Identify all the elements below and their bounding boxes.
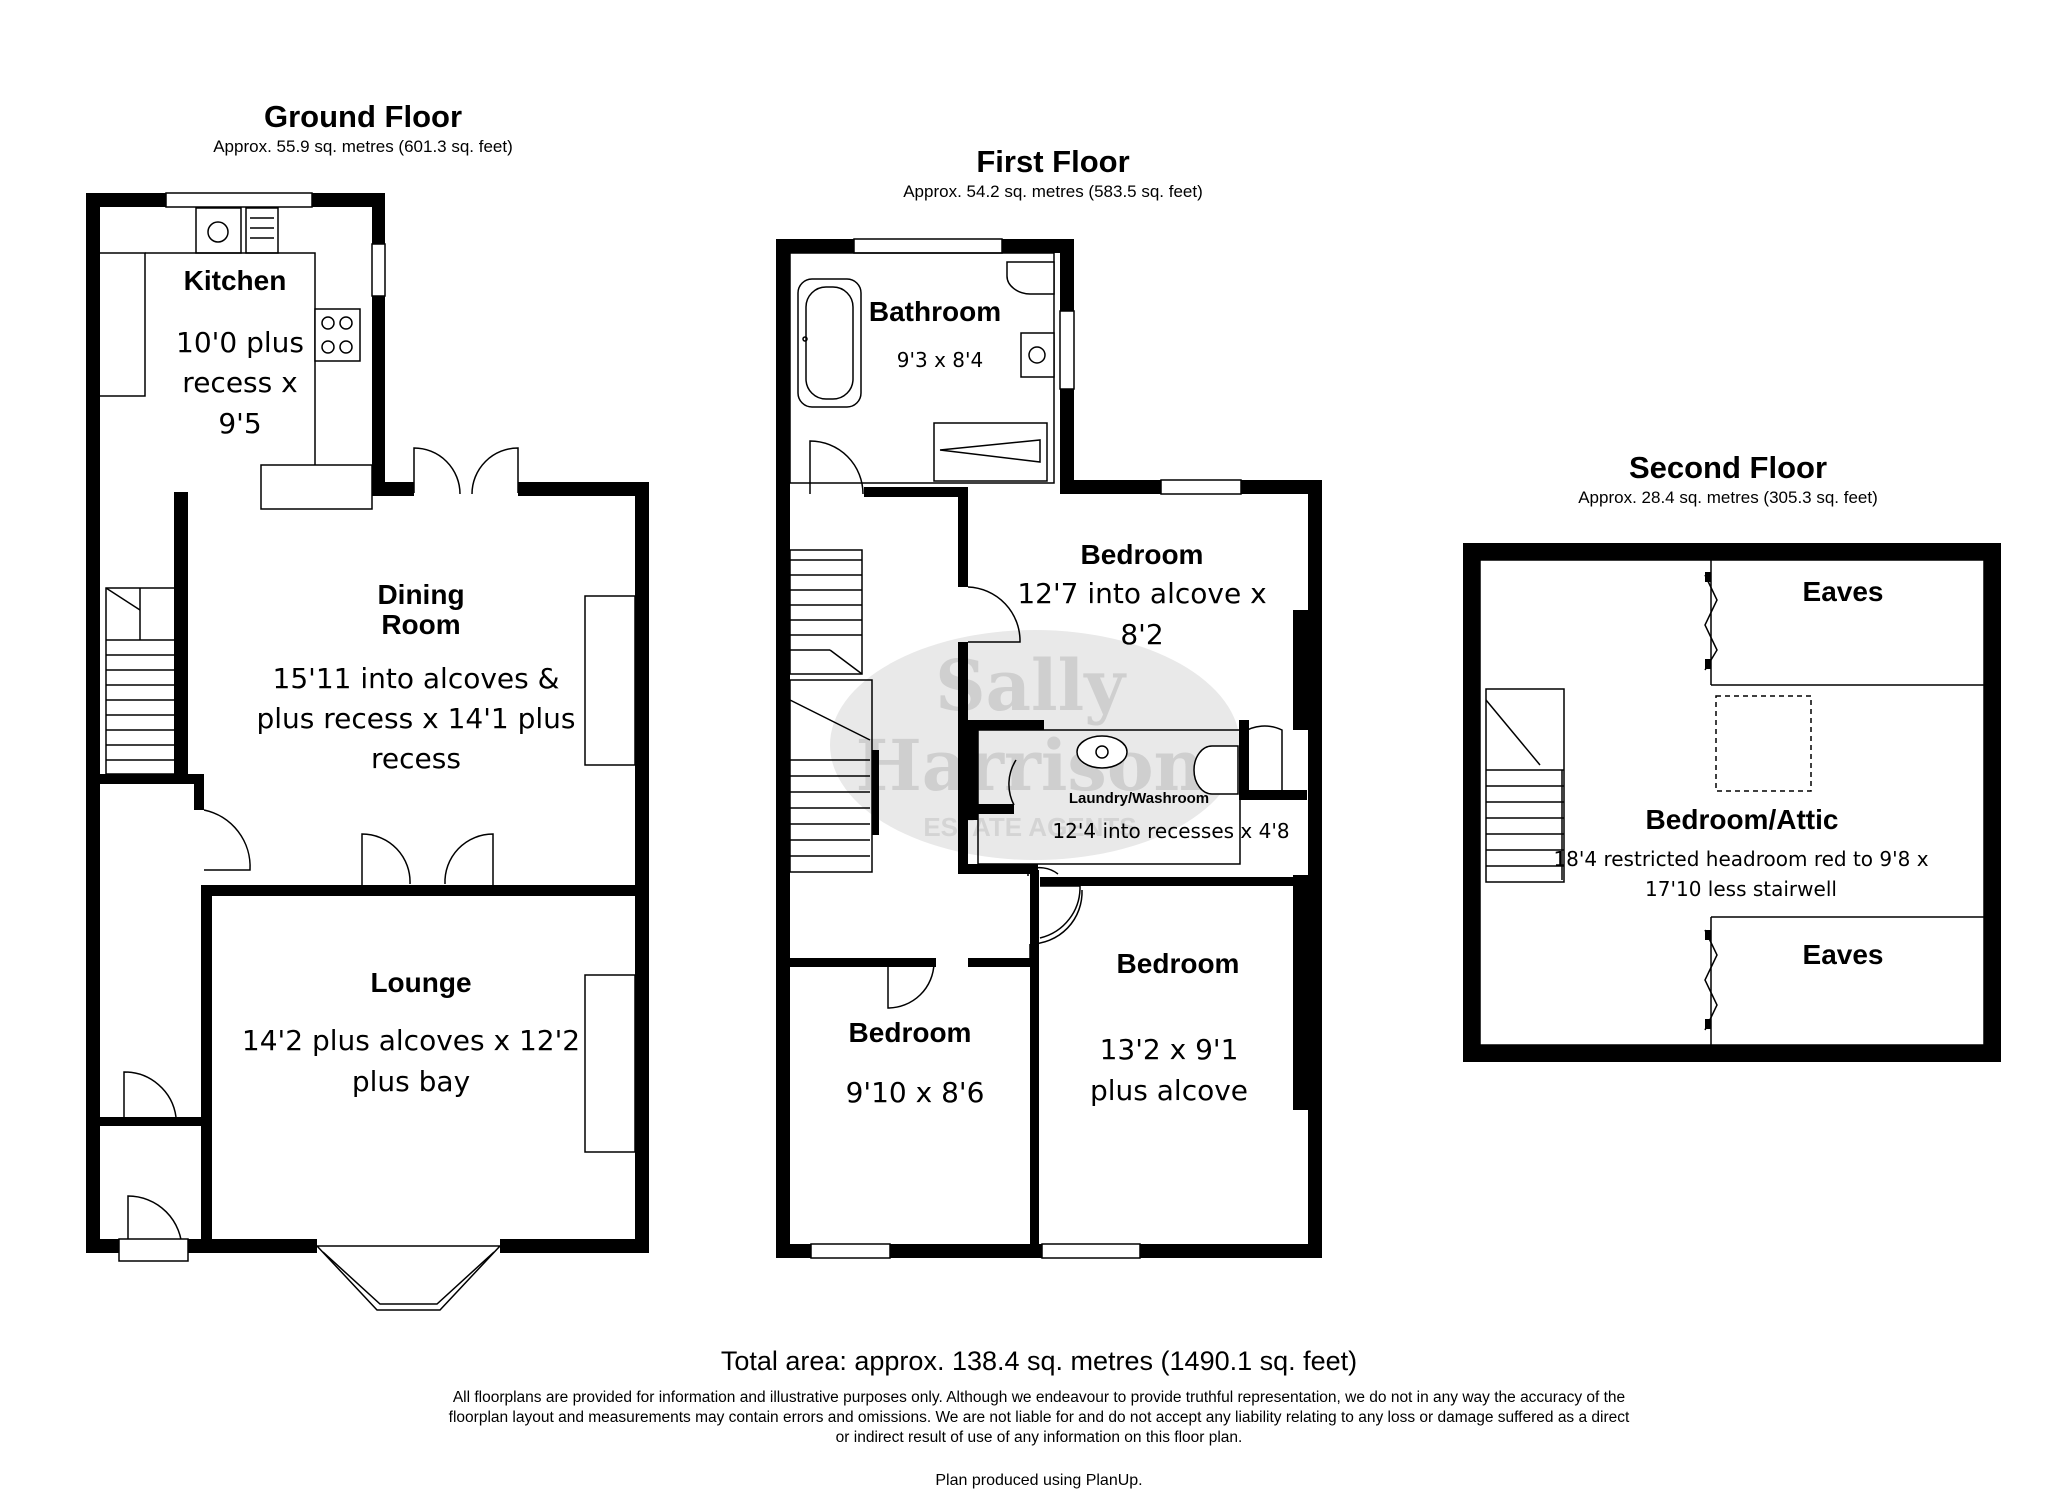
- dining-alcove: [584, 595, 636, 766]
- first-floor: First Floor Approx. 54.2 sq. metres (583…: [776, 144, 1322, 1259]
- ground-floor-title: Ground Floor: [264, 99, 462, 134]
- lounge-alcove: [584, 974, 636, 1153]
- eaves-top-door: [1704, 574, 1718, 671]
- dining-label-2: Room: [381, 609, 460, 640]
- bedroom-front-dim-2: plus alcove: [1090, 1074, 1248, 1107]
- first-stairs: [789, 549, 879, 873]
- hob-icon: [314, 308, 361, 362]
- ground-floor: Ground Floor Approx. 55.9 sq. metres (60…: [86, 99, 649, 1311]
- sink-icon: [195, 207, 242, 254]
- lounge-dim-1: 14'2 plus alcoves x 12'2: [242, 1024, 580, 1057]
- laundry-dim: 12'4 into recesses x 4'8: [1052, 819, 1289, 843]
- eaves-bottom-label: Eaves: [1803, 939, 1884, 970]
- bathroom-dim: 9'3 x 8'4: [897, 348, 983, 372]
- dining-label-1: Dining: [377, 579, 464, 610]
- bedroom-back-dim-2: 8'2: [1120, 618, 1163, 651]
- laundry-toilet-icon: [1193, 745, 1239, 795]
- lounge-label: Lounge: [370, 967, 471, 998]
- bathroom-window: [853, 238, 1003, 254]
- footer: Total area: approx. 138.4 sq. metres (14…: [449, 1346, 1630, 1489]
- second-floor: Second Floor Approx. 28.4 sq. metres (30…: [1463, 450, 2001, 1062]
- watermark-name-2: Harrison: [856, 724, 1205, 807]
- eaves-bottom-door: [1704, 929, 1718, 1031]
- bedroom-back-dim-1: 12'7 into alcove x: [1017, 577, 1266, 610]
- first-floor-labels: Bathroom 9'3 x 8'4 Bedroom 12'7 into alc…: [846, 296, 1290, 1109]
- skylight: [1715, 695, 1812, 792]
- bedroom-front-label: Bedroom: [1117, 948, 1240, 979]
- kitchen-label: Kitchen: [184, 265, 287, 296]
- ground-stairs: [105, 587, 180, 775]
- dining-dim-1: 15'11 into alcoves &: [273, 662, 560, 695]
- eaves-top-label: Eaves: [1803, 576, 1884, 607]
- disclaimer-line-3: or indirect result of use of any informa…: [836, 1429, 1243, 1446]
- second-floor-title: Second Floor: [1629, 450, 1827, 485]
- bedroom-front-window: [1041, 1243, 1141, 1259]
- attic-label: Bedroom/Attic: [1646, 804, 1839, 835]
- toilet-icon: [1006, 261, 1055, 295]
- attic-dim-1: 18'4 restricted headroom red to 9'8 x: [1553, 847, 1928, 871]
- shower-tray-icon: [933, 422, 1048, 482]
- planup-credit: Plan produced using PlanUp.: [935, 1472, 1142, 1489]
- disclaimer-line-2: floorplan layout and measurements may co…: [449, 1409, 1630, 1426]
- second-floor-fixtures: [1479, 559, 1985, 1046]
- double-door-icon: [361, 833, 411, 886]
- kitchen-dim-3: 9'5: [218, 407, 261, 440]
- laundry-basin-icon: [1076, 735, 1128, 769]
- ground-floor-walls: [86, 193, 649, 1253]
- second-floor-area: Approx. 28.4 sq. metres (305.3 sq. feet): [1578, 488, 1878, 507]
- bedroom-small-dim: 9'10 x 8'6: [846, 1076, 985, 1109]
- second-floor-walls: [1463, 543, 2001, 1062]
- bedroom-small-label: Bedroom: [849, 1017, 972, 1048]
- total-area: Total area: approx. 138.4 sq. metres (14…: [721, 1346, 1357, 1376]
- dining-dim-3: recess: [371, 742, 461, 775]
- first-floor-area: Approx. 54.2 sq. metres (583.5 sq. feet): [903, 182, 1203, 201]
- second-floor-labels: Eaves Bedroom/Attic 18'4 restricted head…: [1553, 576, 1928, 970]
- kitchen-dim-1: 10'0 plus: [176, 326, 304, 359]
- drainer-icon: [245, 207, 279, 254]
- dining-dim-2: plus recess x 14'1 plus: [256, 702, 575, 735]
- laundry-label: Laundry/Washroom: [1069, 790, 1209, 807]
- bathroom-side-window: [1059, 310, 1075, 390]
- ground-floor-area: Approx. 55.9 sq. metres (601.3 sq. feet): [213, 137, 513, 156]
- bedroom-back-window: [1160, 479, 1242, 495]
- disclaimer-line-1: All floorplans are provided for informat…: [453, 1389, 1625, 1406]
- ground-floor-fixtures: [100, 192, 636, 1311]
- bay-window: [315, 1245, 502, 1311]
- first-floor-title: First Floor: [976, 144, 1129, 179]
- first-floor-fixtures: [789, 238, 1283, 1259]
- bath-icon: [797, 278, 862, 408]
- bedroom-small-window: [810, 1243, 891, 1259]
- kitchen-window: [165, 192, 313, 208]
- lounge-dim-2: plus bay: [352, 1065, 470, 1098]
- kitchen-side-window: [371, 243, 386, 297]
- kitchen-dim-2: recess x: [182, 366, 297, 399]
- attic-dim-2: 17'10 less stairwell: [1645, 877, 1837, 901]
- chimney-breast: [260, 464, 373, 510]
- watermark-logo: Sally Harrison ESTATE AGENTS: [830, 630, 1240, 860]
- attic-stairs: [1485, 688, 1565, 883]
- kitchen-worktop: [100, 252, 146, 397]
- bedroom-back-label: Bedroom: [1081, 539, 1204, 570]
- bathroom-label: Bathroom: [869, 296, 1001, 327]
- basin-icon: [1020, 332, 1055, 378]
- ground-floor-labels: Kitchen 10'0 plus recess x 9'5 Dining Ro…: [176, 265, 580, 1098]
- bedroom-front-dim-1: 13'2 x 9'1: [1100, 1033, 1239, 1066]
- first-floor-walls: [776, 239, 1322, 1258]
- garden-door-icon: [413, 447, 461, 495]
